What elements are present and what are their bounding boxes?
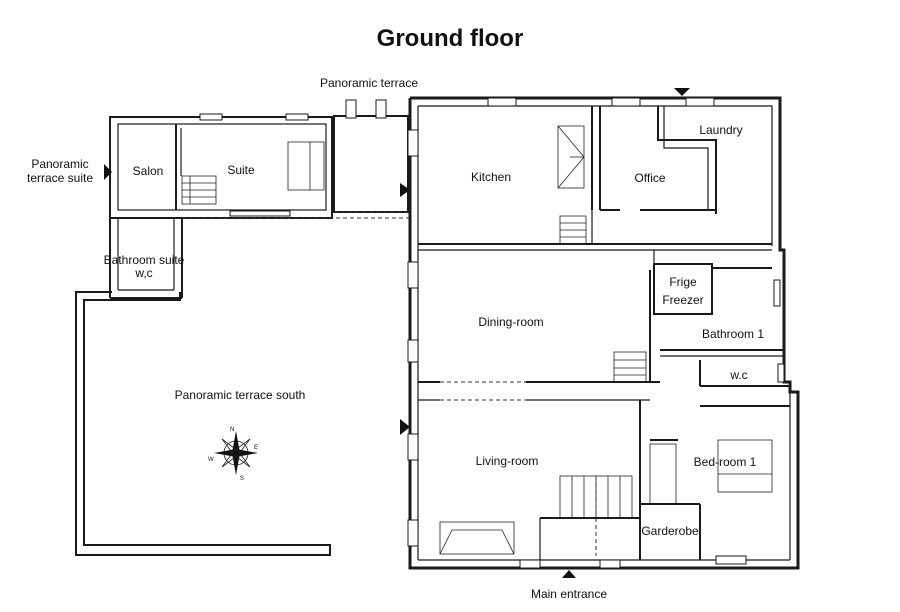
living-room-details [439,475,640,560]
arrow-living-icon [400,419,410,435]
label-wc: w.c [729,368,747,382]
label-panoramic-terrace-suite-1: Panoramic [31,157,88,171]
label-living-room: Living-room [476,454,539,468]
service-walls [653,250,790,387]
label-panoramic-terrace-south: Panoramic terrace south [175,388,306,402]
terrace-passage [182,99,410,219]
terrace-south-outline [75,291,331,556]
compass-e: E [254,445,258,451]
label-frige: Frige [669,275,697,289]
label-bed-room-1: Bed-room 1 [694,455,757,469]
label-main-entrance: Main entrance [531,587,607,601]
label-dining-room: Dining-room [478,315,543,329]
arrow-laundry-icon [674,88,690,96]
label-bathroom-suite-wc: w,c [134,266,152,280]
compass-w: W [208,457,214,463]
label-freezer: Freezer [662,293,703,307]
label-suite: Suite [227,163,255,177]
compass-icon: N E S W [208,427,258,482]
label-kitchen: Kitchen [471,170,511,184]
kitchen-walls [418,97,772,251]
arrow-salon-icon [104,164,112,180]
bedroom-walls [640,405,790,565]
compass-n: N [230,427,234,433]
label-office: Office [634,171,665,185]
compass-s: S [240,476,244,482]
office-walls [600,106,717,214]
label-panoramic-terrace: Panoramic terrace [320,76,418,90]
label-garderobe: Garderobe [641,524,699,538]
dining-living-walls [418,270,660,560]
arrow-kitchen-icon [400,183,410,197]
label-salon: Salon [133,164,164,178]
label-panoramic-terrace-suite-2: terrace suite [27,171,93,185]
entrance-arrows [104,88,690,578]
page-title: Ground floor [377,25,524,52]
label-bathroom-1: Bathroom 1 [702,327,764,341]
arrow-main-entrance-icon [562,570,576,578]
room-labels: Panoramic terrace Panoramic terrace suit… [27,76,764,601]
windows-west [407,129,621,569]
label-bathroom-suite: Bathroom suite [104,253,185,267]
label-laundry: Laundry [699,123,742,137]
main-house-walls [408,96,800,570]
